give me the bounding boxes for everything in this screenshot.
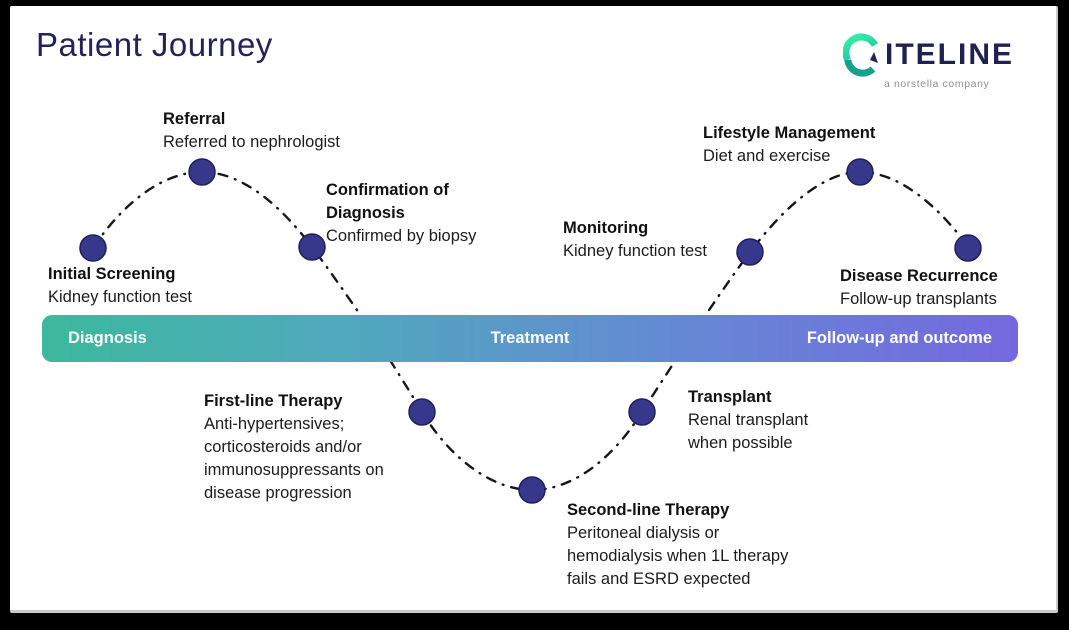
citeline-c-icon: [843, 33, 879, 77]
stage-initial-screening: Initial Screening Kidney function test: [48, 263, 218, 309]
journey-dot-confirmation: [298, 233, 326, 261]
stage-title: Initial Screening: [48, 265, 176, 283]
stage-disease-recurrence: Disease Recurrence Follow-up transplants: [840, 265, 1030, 311]
stage-desc: Kidney function test: [563, 242, 708, 260]
page-title: Patient Journey: [36, 26, 273, 63]
stage-desc: Peritoneal dialysis or hemodialysis when…: [567, 524, 789, 588]
citeline-tagline: a norstella company: [884, 78, 990, 90]
stage-first-line-therapy: First-line Therapy Anti-hypertensives; c…: [204, 390, 419, 505]
stage-lifestyle-management: Lifestyle Management Diet and exercise: [703, 122, 913, 168]
citeline-wordmark: ITELINE: [885, 38, 1015, 71]
stage-desc: Follow-up transplants: [840, 290, 997, 308]
journey-dot-second-line: [518, 476, 546, 504]
stage-desc: Kidney function test: [48, 288, 193, 306]
stage-monitoring: Monitoring Kidney function test: [563, 217, 745, 263]
stage-transplant: Transplant Renal transplant when possibl…: [688, 386, 833, 455]
stage-second-line-therapy: Second-line Therapy Peritoneal dialysis …: [567, 499, 819, 591]
stage-desc: Diet and exercise: [703, 147, 831, 165]
journey-dot-transplant: [628, 398, 656, 426]
stage-confirmation-of-diagnosis: Confirmation of Diagnosis Confirmed by b…: [326, 179, 506, 248]
stage-desc: Renal transplant when possible: [688, 411, 809, 452]
citeline-logo: ITELINE a norstella company: [843, 33, 1043, 90]
stage-desc: Confirmed by biopsy: [326, 227, 477, 245]
stage-title: Second-line Therapy: [567, 501, 730, 519]
stage-title: Transplant: [688, 388, 772, 406]
stage-title: Monitoring: [563, 219, 649, 237]
journey-dot-recurrence: [954, 234, 982, 262]
phase-label-follow-up: Follow-up and outcome: [806, 329, 992, 347]
phase-label-diagnosis: Diagnosis: [68, 329, 147, 347]
stage-desc: Anti-hypertensives; corticosteroids and/…: [204, 415, 384, 502]
phase-bar: Diagnosis Treatment Follow-up and outcom…: [42, 315, 1018, 362]
stage-referral: Referral Referred to nephrologist: [163, 108, 383, 154]
stage-desc: Referred to nephrologist: [163, 133, 341, 151]
stage-title: First-line Therapy: [204, 392, 343, 410]
stage-title: Confirmation of Diagnosis: [326, 181, 449, 222]
phase-label-treatment: Treatment: [490, 329, 570, 347]
stage-title: Lifestyle Management: [703, 124, 876, 142]
journey-dot-initial-screening: [79, 234, 107, 262]
stage-title: Referral: [163, 110, 226, 128]
journey-dot-referral: [188, 158, 216, 186]
stage-title: Disease Recurrence: [840, 267, 998, 285]
